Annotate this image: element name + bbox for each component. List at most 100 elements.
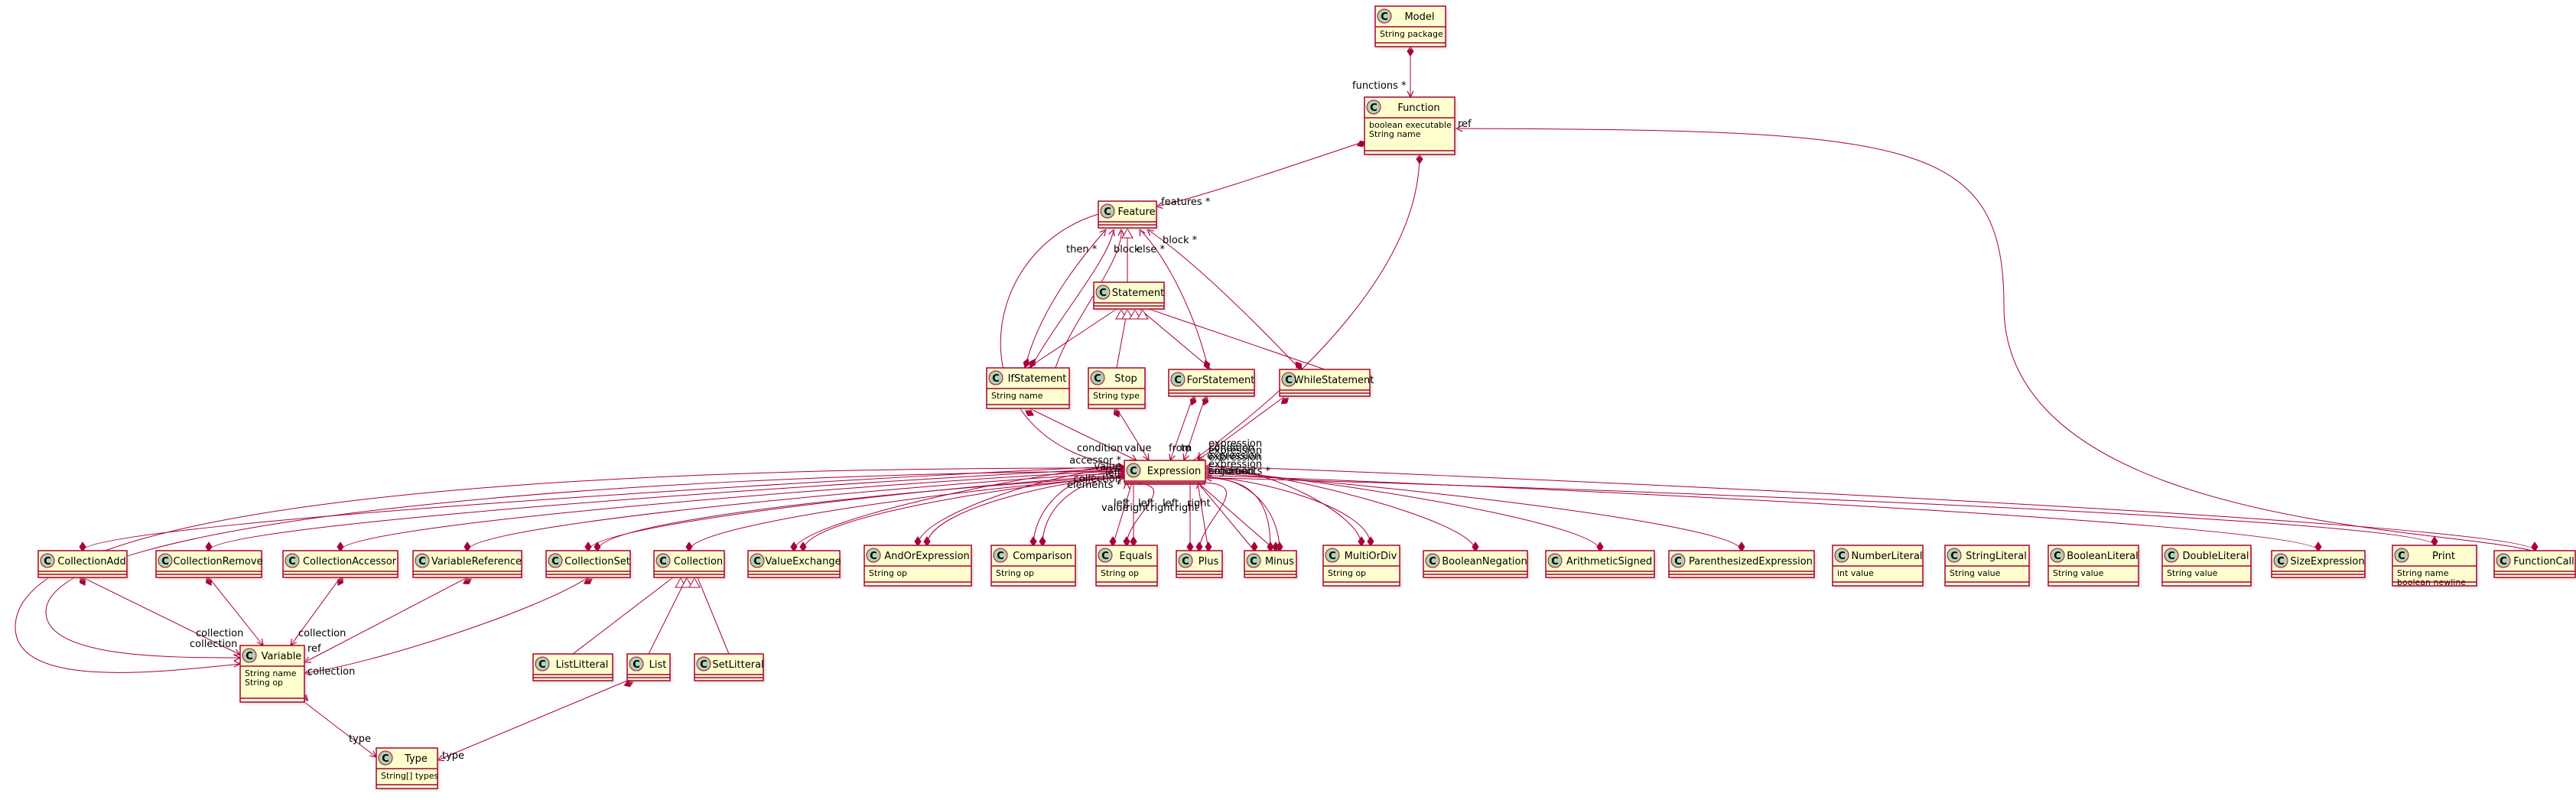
class-circle-letter: C	[870, 551, 877, 562]
class-circle-letter: C	[1101, 551, 1109, 562]
role-exp-bottom-2: right	[1126, 502, 1150, 514]
class-circle-letter: C	[992, 373, 1000, 385]
composition-diamond	[1130, 536, 1137, 547]
class-circle-letter: C	[1674, 556, 1682, 567]
class-circle-icon	[866, 548, 881, 563]
edge-arithmetic-signed-expression	[1205, 470, 1601, 551]
role-ref-function: ref	[1458, 119, 1472, 130]
class-name: Equals	[1119, 551, 1152, 562]
role-value: value	[1124, 443, 1152, 454]
composition-diamond	[1039, 536, 1046, 547]
edge-list-type	[437, 680, 628, 761]
composition-diamond	[1025, 410, 1034, 416]
class-attribute: String name	[991, 391, 1043, 401]
class-attribute: String[] types	[381, 771, 438, 781]
class-circle-icon	[1325, 548, 1340, 563]
class-circle-letter: C	[1329, 551, 1336, 562]
role-to: to	[1181, 443, 1191, 454]
association-edges	[15, 47, 2535, 761]
composition-diamond	[1203, 359, 1211, 370]
composition-diamond	[799, 541, 807, 552]
role-collection-set: collection	[307, 666, 355, 678]
class-name: StringLiteral	[1966, 551, 2027, 562]
navigable-arrow	[290, 639, 298, 647]
class-name: DoubleLiteral	[2183, 551, 2249, 562]
class-circle-icon	[1547, 553, 1563, 568]
class-circle-letter: C	[538, 659, 546, 671]
role-ref-variable: ref	[307, 643, 321, 655]
composition-diamond	[685, 541, 693, 552]
class-circle-icon	[2496, 553, 2511, 568]
class-circle-letter: C	[1250, 556, 1257, 567]
class-name: ValueExchange	[765, 556, 841, 567]
class-value-exchange: C ValueExchange	[747, 550, 842, 580]
edge-value-exchange-expression-2	[802, 476, 1125, 551]
class-name: ArithmeticSigned	[1566, 556, 1652, 567]
class-circle-icon	[1098, 548, 1113, 563]
class-name: FunctionCall	[2513, 556, 2574, 567]
edge-collection-accessor-expression	[340, 470, 1125, 551]
composition-diamond	[1186, 541, 1194, 552]
role-condition-while: condition	[1208, 443, 1254, 454]
class-circle-letter: C	[1104, 207, 1111, 218]
class-circle-letter: C	[753, 556, 761, 567]
edge-equals-expression	[1126, 482, 1155, 546]
composition-diamond	[463, 541, 471, 552]
inheritance-triangle	[1129, 309, 1141, 320]
class-circle-icon	[548, 553, 563, 568]
edge-while-statement	[1148, 308, 1325, 370]
edge-if-block	[1030, 229, 1114, 369]
role-collection-remove: collection	[196, 628, 243, 639]
class-circle-icon	[285, 553, 300, 568]
composition-diamond	[1596, 541, 1604, 552]
class-circle-icon	[242, 648, 257, 663]
navigable-arrow	[1108, 228, 1115, 237]
class-name: IfStatement	[1008, 373, 1067, 385]
edge-size-expression-expression	[1205, 475, 2319, 551]
class-size-expression: C SizeExpression	[2271, 550, 2367, 580]
class-circle-icon	[1947, 548, 1962, 563]
class-circle-icon	[158, 553, 173, 568]
role-features: features *	[1161, 197, 1211, 208]
class-circle-letter: C	[2277, 556, 2285, 567]
composition-diamond	[1295, 361, 1303, 370]
composition-diamond	[1358, 536, 1365, 547]
composition-diamond	[1272, 541, 1280, 552]
edge-print-expression	[1205, 477, 2435, 546]
class-name: BooleanNegation	[1442, 556, 1527, 567]
class-circle-icon	[1425, 553, 1440, 568]
composition-diamond	[205, 541, 213, 552]
edge-functioncall-ref	[1454, 128, 2532, 551]
class-name: SizeExpression	[2290, 556, 2364, 567]
class-attribute: int value	[1837, 568, 1874, 578]
inheritance-triangle	[1121, 228, 1134, 239]
class-circle-letter: C	[1950, 551, 1958, 562]
class-circle-letter: C	[700, 659, 707, 671]
class-attribute: String name	[2397, 568, 2449, 578]
role-exp-left-2: collection	[1074, 473, 1121, 485]
class-circle-icon	[629, 656, 644, 672]
class-circle-letter: C	[1285, 375, 1293, 386]
edge-minus-left	[1197, 482, 1255, 551]
class-name: VariableReference	[431, 556, 522, 567]
role-exp-bottom-3: left	[1138, 498, 1154, 509]
class-circle-letter: C	[246, 651, 253, 662]
composition-diamond	[1023, 358, 1030, 369]
role-expression: expression	[1207, 450, 1260, 462]
composition-diamond	[2314, 541, 2322, 552]
edge-for-from	[1169, 395, 1194, 461]
role-exp-left-0: value	[1094, 461, 1121, 473]
class-name: AndOrExpression	[884, 551, 970, 562]
